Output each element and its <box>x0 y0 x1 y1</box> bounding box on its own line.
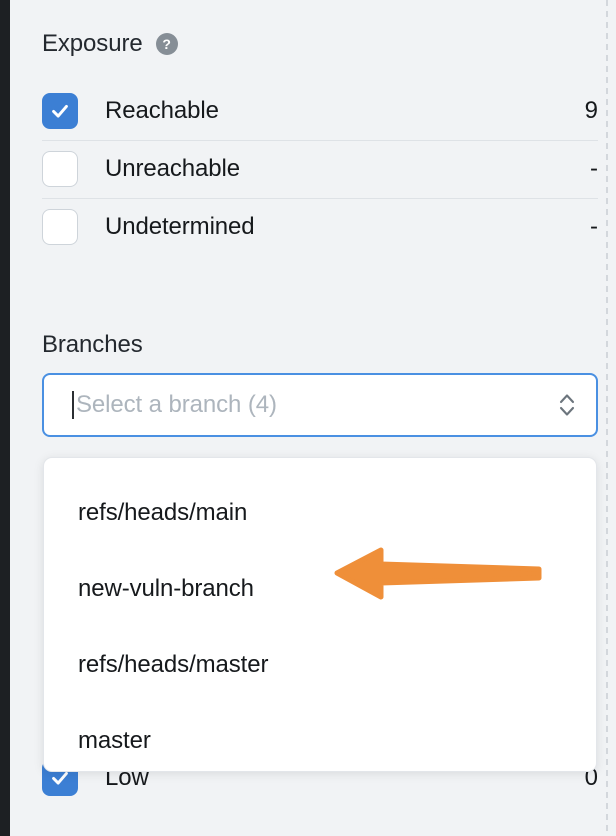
panel-right-divider <box>606 0 608 836</box>
help-icon[interactable]: ? <box>155 33 178 55</box>
branch-option-refs-heads-main[interactable]: refs/heads/main <box>78 499 248 526</box>
filter-label-reachable: Reachable <box>105 97 219 124</box>
filter-label-undetermined: Undetermined <box>105 213 255 240</box>
app-left-rail <box>0 0 10 836</box>
branch-option-master[interactable]: master <box>78 727 151 754</box>
branches-section-header: Branches <box>42 331 143 359</box>
checkbox-unreachable[interactable] <box>42 151 78 187</box>
filter-label-unreachable: Unreachable <box>105 155 240 182</box>
filter-row-undetermined[interactable]: Undetermined - <box>42 198 598 256</box>
check-icon <box>52 104 68 118</box>
filter-row-reachable[interactable]: Reachable 9 <box>42 82 598 140</box>
chevron-up-down-icon[interactable] <box>556 388 578 422</box>
branch-select-input[interactable]: Select a branch (4) <box>42 373 598 437</box>
exposure-title: Exposure <box>42 30 143 57</box>
text-caret <box>72 391 74 419</box>
branch-option-refs-heads-master[interactable]: refs/heads/master <box>78 651 269 678</box>
filter-count-undetermined: - <box>590 213 598 240</box>
filter-count-unreachable: - <box>590 155 598 182</box>
filter-row-unreachable[interactable]: Unreachable - <box>42 140 598 198</box>
filter-panel: Exposure ? Reachable 9 Unreachable - <box>10 0 616 836</box>
exposure-filter-list: Reachable 9 Unreachable - Undetermined - <box>42 82 598 256</box>
checkbox-reachable[interactable] <box>42 93 78 129</box>
exposure-section-header: Exposure ? <box>42 30 178 58</box>
checkbox-undetermined[interactable] <box>42 209 78 245</box>
branch-options-dropdown: refs/heads/main new-vuln-branch refs/hea… <box>43 457 597 772</box>
branch-option-new-vuln-branch[interactable]: new-vuln-branch <box>78 575 254 602</box>
check-icon <box>52 771 68 785</box>
branch-select-placeholder: Select a branch (4) <box>76 391 277 418</box>
filter-count-reachable: 9 <box>584 97 598 124</box>
branches-title: Branches <box>42 331 143 358</box>
